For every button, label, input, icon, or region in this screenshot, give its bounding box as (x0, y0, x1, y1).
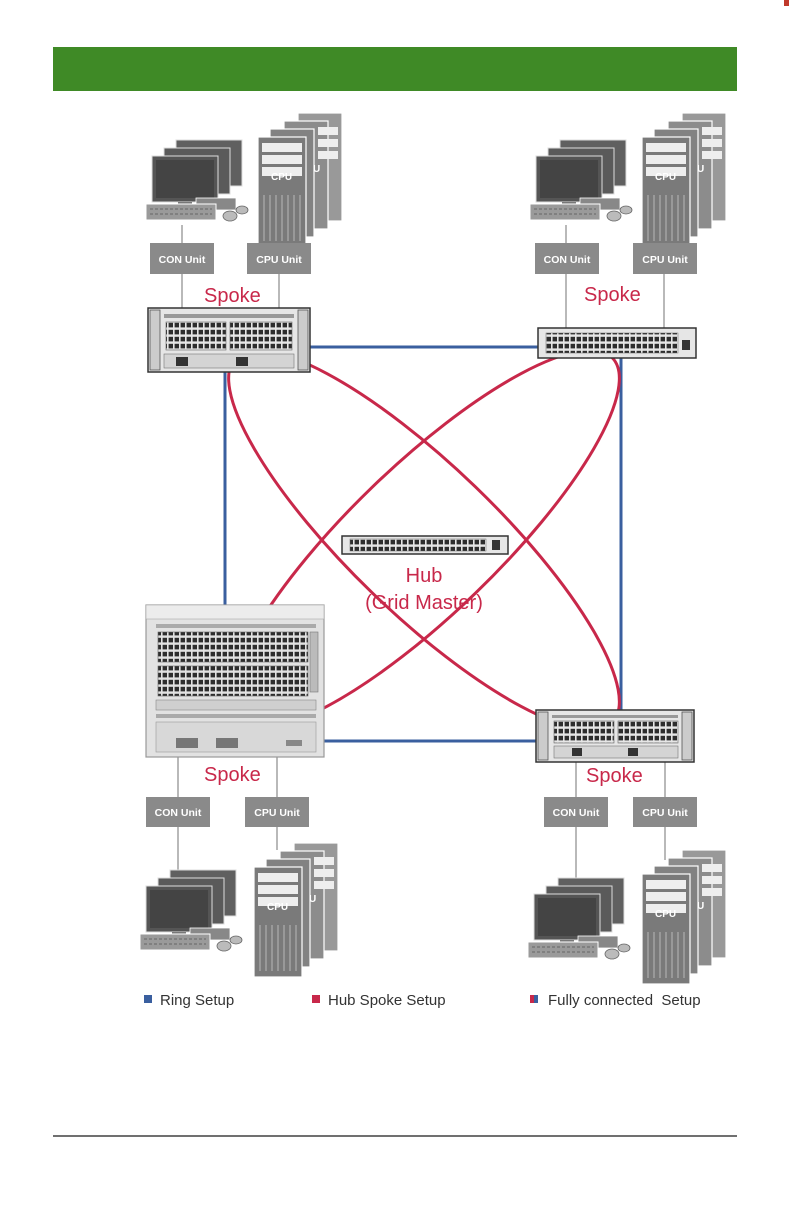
tower-cpu-label: CPU (655, 909, 676, 920)
legend-swatch-ring (144, 995, 152, 1003)
con-unit-label: CON Unit (553, 807, 600, 819)
tower-u-label: U (313, 164, 320, 175)
tower-cpu-label: CPU (655, 172, 676, 183)
workstation-icon (528, 878, 630, 959)
footer-divider (53, 1135, 737, 1137)
legend: Ring Setup Hub Spoke Setup Fully connect… (144, 992, 701, 1009)
legend-label-fully-connected: Fully connected Setup (548, 992, 701, 1009)
con-unit-label: CON Unit (155, 807, 202, 819)
cpu-unit-label: CPU Unit (642, 254, 688, 266)
grid-master-label: (Grid Master) (365, 592, 483, 614)
legend-label-ring: Ring Setup (160, 992, 234, 1009)
workstation-icon (146, 140, 248, 221)
spoke-label-bottom-left: Spoke (204, 764, 261, 786)
legend-swatch-fully-connected (530, 995, 534, 1003)
cpu-unit-label: CPU Unit (256, 254, 302, 266)
spoke-label-top-left: Spoke (204, 285, 261, 307)
legend-label-hub-spoke: Hub Spoke Setup (328, 992, 446, 1009)
matrix-switch-top-right (538, 328, 696, 358)
matrix-chassis-bottom-right (536, 710, 694, 762)
tower-u-label: U (697, 164, 704, 175)
tower-u-label: U (697, 901, 704, 912)
tower-cpu-label: CPU (271, 172, 292, 183)
hub-label: Hub (406, 565, 443, 587)
workstation-icon (530, 140, 632, 221)
spoke-label-bottom-right: Spoke (586, 765, 643, 787)
legend-swatch-hub-spoke (312, 995, 320, 1003)
spoke-label-top-right: Spoke (584, 284, 641, 306)
hub-grid-master-switch (342, 536, 508, 554)
matrix-chassis-bottom-left (146, 605, 324, 757)
workstation-icon (140, 870, 242, 951)
con-unit-label: CON Unit (544, 254, 591, 266)
matrix-chassis-top-left (148, 308, 310, 372)
cpu-unit-label: CPU Unit (254, 807, 300, 819)
tower-u-label: U (309, 894, 316, 905)
tower-cpu-label: CPU (267, 902, 288, 913)
con-unit-label: CON Unit (159, 254, 206, 266)
cpu-unit-label: CPU Unit (642, 807, 688, 819)
